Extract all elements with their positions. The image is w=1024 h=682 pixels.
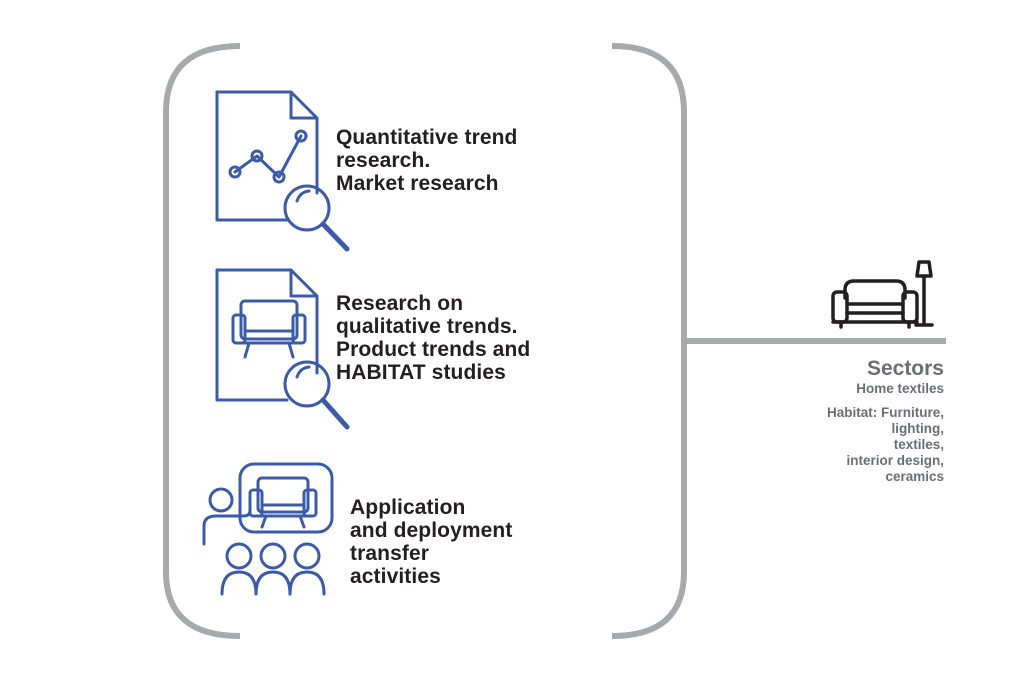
sectors-block: Sectors Home textiles Habitat: Furniture… — [827, 357, 944, 485]
left-bracket — [163, 43, 241, 639]
item-label-quantitative: Quantitative trend research. Market rese… — [336, 126, 518, 195]
item-label-qualitative: Research on qualitative trends. Product … — [336, 292, 531, 384]
sectors-title: Sectors — [866, 357, 944, 380]
item-label-application: Application and deployment transfer acti… — [350, 496, 513, 588]
sectors-list: Habitat: Furniture, lighting, textiles, … — [827, 405, 944, 484]
sectors-subtitle: Home textiles — [856, 381, 944, 396]
